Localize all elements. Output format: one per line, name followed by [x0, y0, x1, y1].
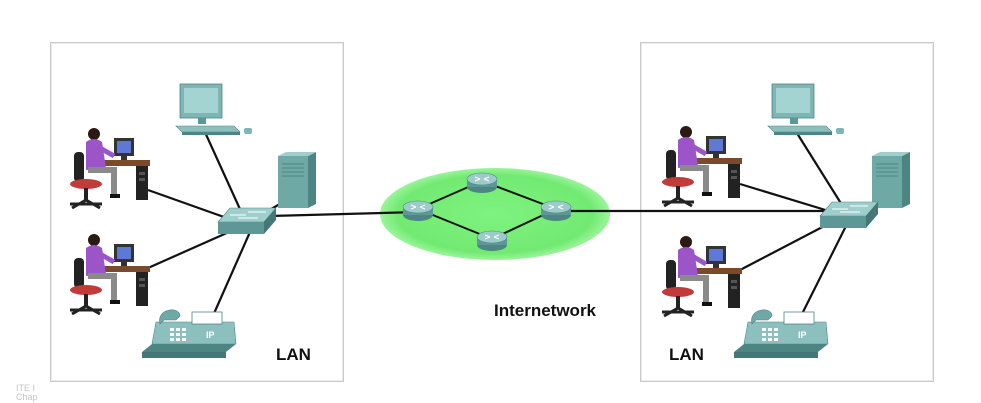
user-pc-right-bottom: [662, 236, 742, 316]
server-right: [871, 151, 911, 209]
router-south: [476, 230, 508, 252]
ip-phone-left: [141, 309, 237, 359]
switch-right: [819, 201, 879, 229]
ip-phone-right: [733, 309, 829, 359]
router-east: [540, 200, 572, 222]
internetwork-label: Internetwork: [494, 301, 597, 320]
user-pc-left-top: [70, 128, 150, 208]
server-left: [277, 151, 317, 209]
router-west: [402, 200, 434, 222]
workstation-right: [767, 83, 845, 136]
lan-right-label: LAN: [669, 345, 704, 364]
lan-left-label: LAN: [276, 345, 311, 364]
switch-left: [217, 207, 277, 235]
router-north: [466, 172, 498, 194]
internetwork-cloud: [380, 168, 610, 260]
workstation-left: [175, 83, 253, 136]
user-pc-left-bottom: [70, 234, 150, 314]
footer-line-1: ITE I: [16, 384, 36, 393]
footer-line-2: Chap: [16, 392, 38, 402]
ip-phone-left-badge: IP: [206, 330, 215, 340]
wan-link-left: [269, 210, 419, 218]
ip-phone-right-badge: IP: [798, 330, 807, 340]
footer-text: ITE I Chap: [16, 384, 46, 403]
user-pc-right-top: [662, 126, 742, 206]
